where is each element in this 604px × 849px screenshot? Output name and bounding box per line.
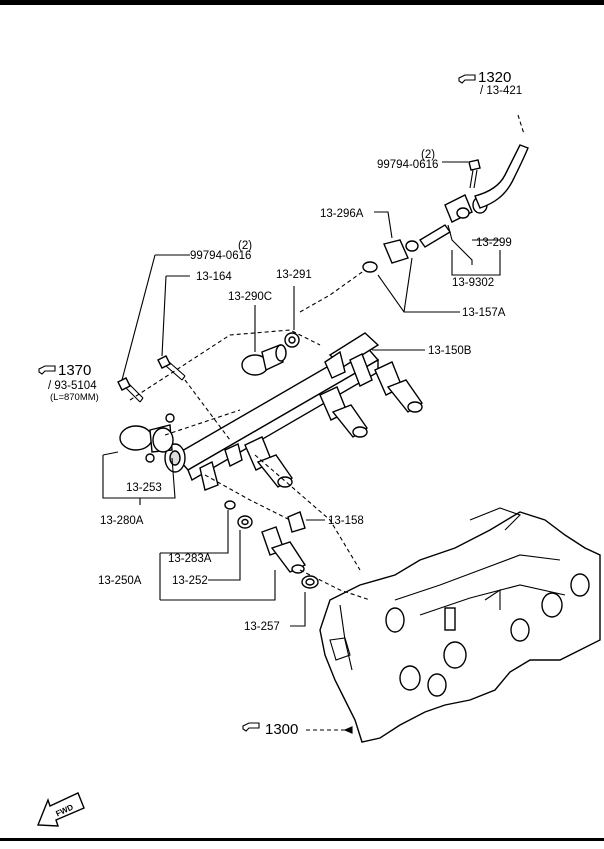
ref-93-5104-label: / 93-5104: [48, 380, 97, 392]
part-13-290C-label: 13-290C: [228, 291, 272, 303]
o-ring-13-283A: [224, 500, 236, 510]
top-rule: [0, 0, 604, 5]
part-13-283A-label: 13-283A: [168, 553, 212, 565]
note-l870-label: (L=870MM): [50, 392, 99, 403]
injector-3: [374, 361, 423, 413]
pipe-assembly-13-299: [418, 144, 529, 248]
part-99794-0616-top-label: 99794-0616: [377, 159, 438, 171]
part-13-250A-label: 13-250A: [98, 575, 142, 587]
hand-pointer-icon: [458, 74, 476, 84]
part-13-253-label: 13-253: [126, 482, 162, 494]
fuel-rail: [164, 332, 380, 491]
hose-13-296A: [362, 239, 419, 273]
ref-13-421-label: / 13-421: [480, 85, 522, 97]
part-13-299-label: 13-299: [476, 237, 512, 249]
pressure-regulator: [119, 413, 175, 463]
bolt-13-164: [157, 355, 186, 381]
ref-1300-label: 1300: [265, 721, 298, 738]
pulsation-damper: [241, 332, 300, 376]
grommet-13-257: [301, 575, 319, 589]
part-13-291-label: 13-291: [276, 269, 312, 281]
part-13-158-label: 13-158: [328, 515, 364, 527]
qty-2-left-label: (2): [238, 240, 252, 252]
bolt-99794-left: [117, 377, 144, 403]
intake-manifold: [319, 507, 601, 743]
part-13-252-label: 13-252: [172, 575, 208, 587]
bottom-rule: [0, 838, 604, 841]
injector-1: [244, 436, 293, 488]
bolt-99794-top: [468, 159, 481, 189]
ref-1370-label: 1370: [58, 362, 91, 379]
part-13-257-label: 13-257: [244, 621, 280, 633]
fwd-arrow-icon: FWD: [36, 792, 85, 827]
ref-1320-label: 1320: [478, 69, 511, 86]
hand-pointer-icon: [242, 722, 260, 732]
injector-2: [319, 386, 368, 438]
part-13-296A-label: 13-296A: [320, 208, 364, 220]
qty-2-top-label: (2): [421, 149, 435, 161]
cap-13-158: [287, 511, 306, 533]
injector-loose-13-250A: [261, 526, 307, 574]
part-13-164-label: 13-164: [196, 271, 232, 283]
leader-lines: [102, 114, 525, 734]
part-13-9302-label: 13-9302: [452, 277, 494, 289]
part-13-150B-label: 13-150B: [428, 345, 472, 357]
part-13-157A-label: 13-157A: [462, 307, 506, 319]
insulator-13-252: [237, 515, 253, 529]
hand-pointer-icon: [38, 365, 56, 375]
part-13-280A-label: 13-280A: [100, 515, 144, 527]
part-99794-0616-left-label: 99794-0616: [190, 250, 251, 262]
